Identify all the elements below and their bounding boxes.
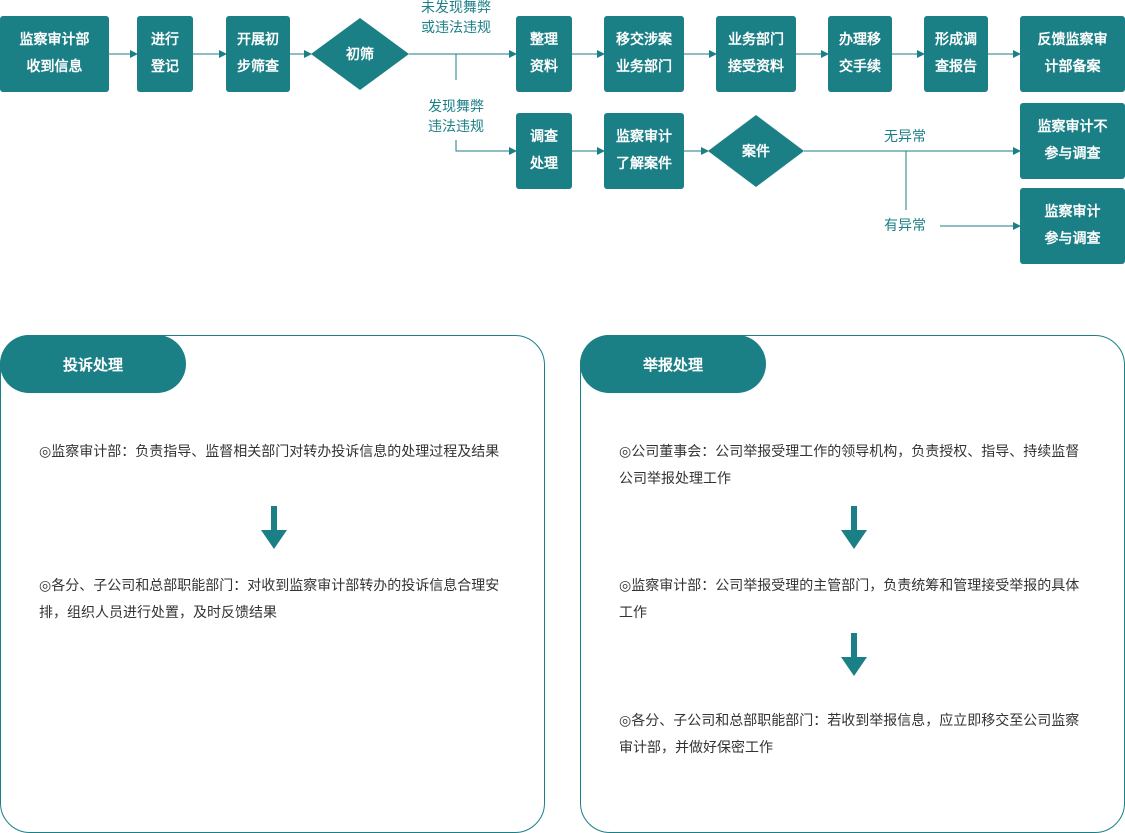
label-normal: 无异常 <box>884 129 926 145</box>
decision-case-label: 案件 <box>742 144 770 160</box>
decision-screen-label: 初筛 <box>346 47 374 63</box>
label-abnormal: 有异常 <box>884 218 926 234</box>
node-prelim-screening: 开展初 步筛查 <box>226 16 290 92</box>
node-transfer-dept: 移交涉案 业务部门 <box>604 16 684 92</box>
report-panel: 举报处理 ◎公司董事会：公司举报受理工作的领导机构，负责授权、指导、持续监督公司… <box>580 335 1125 833</box>
diamond-shape <box>708 115 804 187</box>
node-investigate: 调查 处理 <box>516 113 572 189</box>
label-violation: 发现舞弊 违法违规 <box>428 99 484 135</box>
complaint-item-2: ◎各分、子公司和总部职能部门：对收到监察审计部转办的投诉信息合理安排，组织人员进… <box>39 578 500 621</box>
down-arrow-icon <box>841 506 867 549</box>
complaint-panel-title: 投诉处理 <box>0 335 186 393</box>
node-form-report: 形成调 查报告 <box>924 16 988 92</box>
report-item-3: ◎各分、子公司和总部职能部门：若收到举报信息，应立即移交至公司监察审计部，并做好… <box>619 713 1080 756</box>
flow-connectors <box>109 50 1021 230</box>
decision-case: 案件 <box>708 115 804 187</box>
node-handle-transfer: 办理移 交手续 <box>828 16 892 92</box>
decision-screen: 初筛 <box>311 18 409 90</box>
node-organize-materials: 整理 资料 <box>516 16 572 92</box>
down-arrow-icon <box>841 633 867 676</box>
node-receive-info: 监察审计部 收到信息 <box>0 16 109 92</box>
node-dept-receive: 业务部门 接受资料 <box>716 16 796 92</box>
diamond-shape <box>311 18 409 90</box>
report-item-2: ◎监察审计部：公司举报受理的主管部门，负责统筹和管理接受举报的具体工作 <box>619 578 1080 621</box>
report-panel-title: 举报处理 <box>580 335 766 393</box>
node-register: 进行 登记 <box>137 16 193 92</box>
label-no-violation: 未发现舞弊 或违法违规 <box>421 0 491 36</box>
complaint-panel: 投诉处理 ◎监察审计部：负责指导、监督相关部门对转办投诉信息的处理过程及结果 ◎… <box>0 335 545 833</box>
report-item-1: ◎公司董事会：公司举报受理工作的领导机构，负责授权、指导、持续监督公司举报处理工… <box>619 444 1080 487</box>
down-arrow-icon <box>261 506 287 549</box>
node-audit-learn-case: 监察审计 了解案件 <box>604 113 684 189</box>
node-audit-participate: 监察审计 参与调查 <box>1020 188 1125 264</box>
node-feedback-record: 反馈监察审 计部备案 <box>1020 16 1125 92</box>
node-audit-not-participate: 监察审计不 参与调查 <box>1020 103 1125 179</box>
arrow-screen-investigate <box>455 140 517 155</box>
complaint-item-1: ◎监察审计部：负责指导、监督相关部门对转办投诉信息的处理过程及结果 <box>39 444 500 460</box>
